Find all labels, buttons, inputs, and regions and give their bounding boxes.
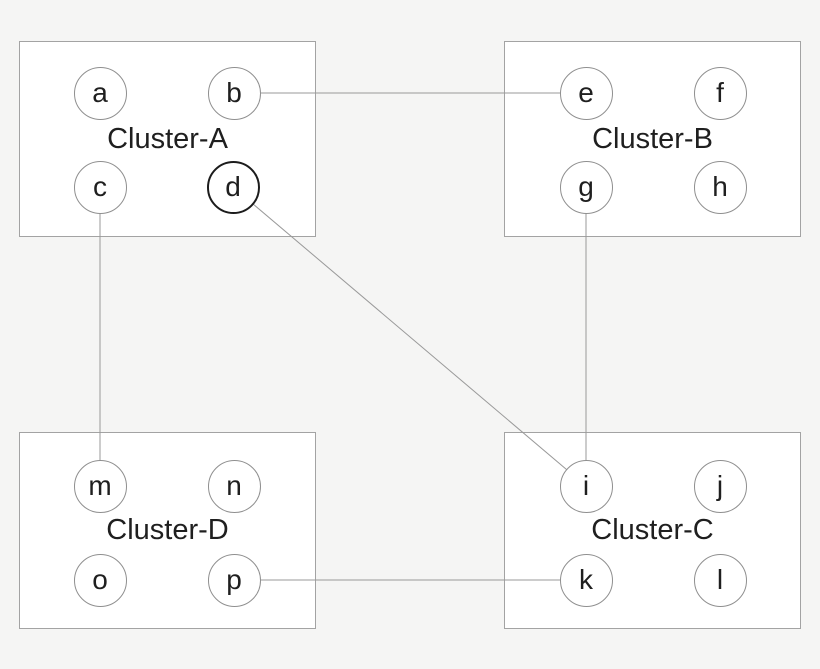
node-g-label: g (578, 171, 594, 202)
node-m-label: m (88, 470, 112, 501)
node-p-label: p (226, 564, 242, 595)
node-n: n (207, 459, 261, 513)
cluster-c-box: Cluster-C (504, 432, 801, 629)
node-a: a (73, 66, 127, 120)
node-l-label: l (716, 564, 724, 595)
node-o: o (73, 553, 127, 607)
cluster-a-box: Cluster-A (19, 41, 316, 237)
node-d-label: d (225, 171, 241, 202)
node-i-label: i (582, 470, 590, 501)
cluster-d-box: Cluster-D (19, 432, 316, 629)
node-b: b (207, 66, 261, 120)
node-i: i (559, 459, 613, 513)
node-p: p (207, 553, 261, 607)
node-c-label: c (93, 171, 107, 202)
node-j-label: j (716, 470, 724, 501)
cluster-d-label: Cluster-D (106, 514, 229, 546)
cluster-b-box: Cluster-B (504, 41, 801, 237)
node-d-emphasized: d (206, 160, 260, 214)
node-b-label: b (226, 77, 242, 108)
node-f-label: f (716, 77, 724, 108)
node-o-label: o (92, 564, 108, 595)
node-e-label: e (578, 77, 594, 108)
node-a-label: a (92, 77, 108, 108)
node-e: e (559, 66, 613, 120)
node-m: m (73, 459, 127, 513)
node-h: h (693, 160, 747, 214)
cluster-c-label: Cluster-C (591, 514, 714, 546)
node-g: g (559, 160, 613, 214)
node-h-label: h (712, 171, 728, 202)
node-n-label: n (226, 470, 242, 501)
node-k-label: k (579, 564, 593, 595)
node-f: f (693, 66, 747, 120)
node-j: j (693, 459, 747, 513)
cluster-a-label: Cluster-A (107, 122, 228, 155)
node-c: c (73, 160, 127, 214)
node-l: l (693, 553, 747, 607)
cluster-b-label: Cluster-B (592, 122, 713, 155)
node-k: k (559, 553, 613, 607)
